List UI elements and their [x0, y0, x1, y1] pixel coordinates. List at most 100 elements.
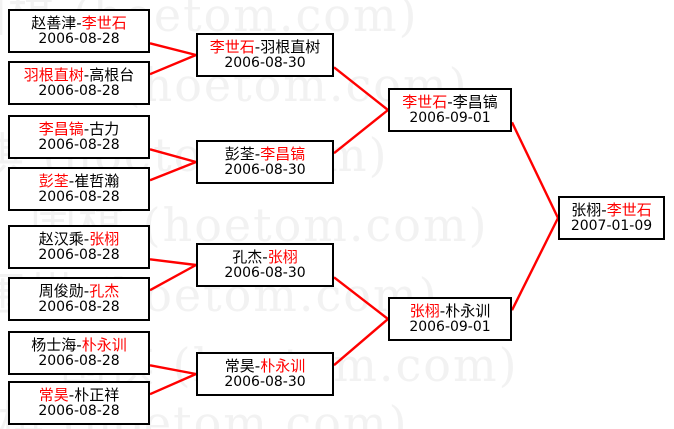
versus-separator: -: [254, 37, 261, 56]
connector-line: [149, 258, 197, 267]
player-left: 孔杰: [232, 247, 263, 266]
match-players: 孔杰-张栩: [232, 247, 298, 266]
match-players: 彭荃-崔哲瀚: [38, 171, 120, 190]
connector-line: [333, 66, 389, 111]
player-right: 朴正祥: [74, 385, 120, 404]
player-left: 张栩: [409, 301, 440, 320]
player-left: 彭荃: [38, 171, 69, 190]
match-date: 2006-08-30: [224, 54, 306, 71]
match-players: 赵汉乘-张栩: [38, 229, 120, 248]
versus-separator: -: [83, 65, 90, 84]
player-right: 张栩: [267, 247, 298, 266]
player-right: 朴永训: [445, 301, 491, 320]
player-left: 杨士海: [31, 335, 77, 354]
versus-separator: -: [83, 119, 90, 138]
match-date: 2006-08-30: [224, 373, 306, 390]
connector-line: [149, 42, 197, 57]
versus-separator: -: [439, 301, 446, 320]
versus-separator: -: [83, 281, 90, 300]
versus-separator: -: [254, 356, 261, 375]
match-date: 2006-08-28: [38, 188, 120, 205]
connector-line: [333, 318, 389, 367]
player-left: 李世石: [402, 92, 448, 111]
match-date: 2006-08-28: [38, 82, 120, 99]
player-left: 彭荃: [224, 144, 255, 163]
player-left: 赵汉乘: [38, 229, 84, 248]
connector-line: [333, 109, 389, 155]
player-left: 赵善津: [31, 13, 77, 32]
match-date: 2006-08-30: [224, 264, 306, 281]
match-players: 李昌镐-古力: [38, 119, 120, 138]
player-left: 羽根直树: [23, 65, 84, 84]
connector-line: [510, 121, 560, 219]
match-date: 2006-08-28: [38, 352, 120, 369]
player-left: 李昌镐: [38, 119, 84, 138]
match-players: 张栩-朴永训: [409, 301, 491, 320]
player-right: 羽根直树: [260, 37, 321, 56]
player-right: 孔杰: [89, 281, 120, 300]
player-left: 周俊勋: [38, 281, 84, 300]
match-date: 2007-01-09: [570, 217, 653, 234]
match-date: 2006-08-28: [38, 246, 120, 263]
player-left: 常昊: [38, 385, 69, 404]
match-date: 2006-08-28: [38, 136, 120, 153]
match-date: 2006-08-30: [224, 161, 306, 178]
player-right: 李世石: [81, 13, 127, 32]
connector-line: [149, 53, 197, 76]
match-players: 杨士海-朴永训: [31, 335, 127, 354]
connector-line: [149, 372, 197, 396]
player-right: 古力: [89, 119, 120, 138]
match-date: 2006-08-28: [38, 402, 120, 419]
player-right: 李世石: [606, 200, 652, 219]
versus-separator: -: [262, 247, 268, 266]
match-players: 彭荃-李昌镐: [224, 144, 306, 163]
versus-separator: -: [447, 92, 453, 111]
versus-separator: -: [254, 144, 261, 163]
connector-line: [149, 148, 197, 164]
player-right: 李昌镐: [260, 144, 306, 163]
match-players: 李世石-羽根直树: [209, 37, 321, 56]
match-players: 常昊-朴永训: [224, 356, 305, 375]
connector-line: [333, 276, 389, 320]
connector-line: [149, 160, 197, 182]
player-right: 张栩: [89, 229, 120, 248]
connector-line: [149, 263, 197, 292]
match-players: 赵善津-李世石: [31, 13, 127, 32]
connector-line: [510, 217, 560, 311]
versus-separator: -: [76, 335, 82, 354]
player-left: 张栩: [571, 200, 602, 219]
player-right: 高根台: [89, 65, 135, 84]
player-right: 崔哲瀚: [74, 171, 120, 190]
player-left: 李世石: [209, 37, 255, 56]
versus-separator: -: [83, 229, 90, 248]
connector-line: [149, 364, 197, 376]
match-players: 周俊勋-孔杰: [38, 281, 120, 300]
match-players: 李世石-李昌镐: [402, 92, 498, 111]
versus-separator: -: [68, 385, 75, 404]
versus-separator: -: [76, 13, 82, 32]
versus-separator: -: [601, 200, 607, 219]
match-date: 2006-08-28: [38, 298, 120, 315]
player-right: 朴永训: [81, 335, 127, 354]
match-date: 2006-09-01: [409, 109, 491, 126]
match-players: 羽根直树-高根台: [23, 65, 135, 84]
player-right: 李昌镐: [452, 92, 498, 111]
match-players: 张栩-李世石: [571, 200, 652, 219]
player-left: 常昊: [224, 356, 255, 375]
